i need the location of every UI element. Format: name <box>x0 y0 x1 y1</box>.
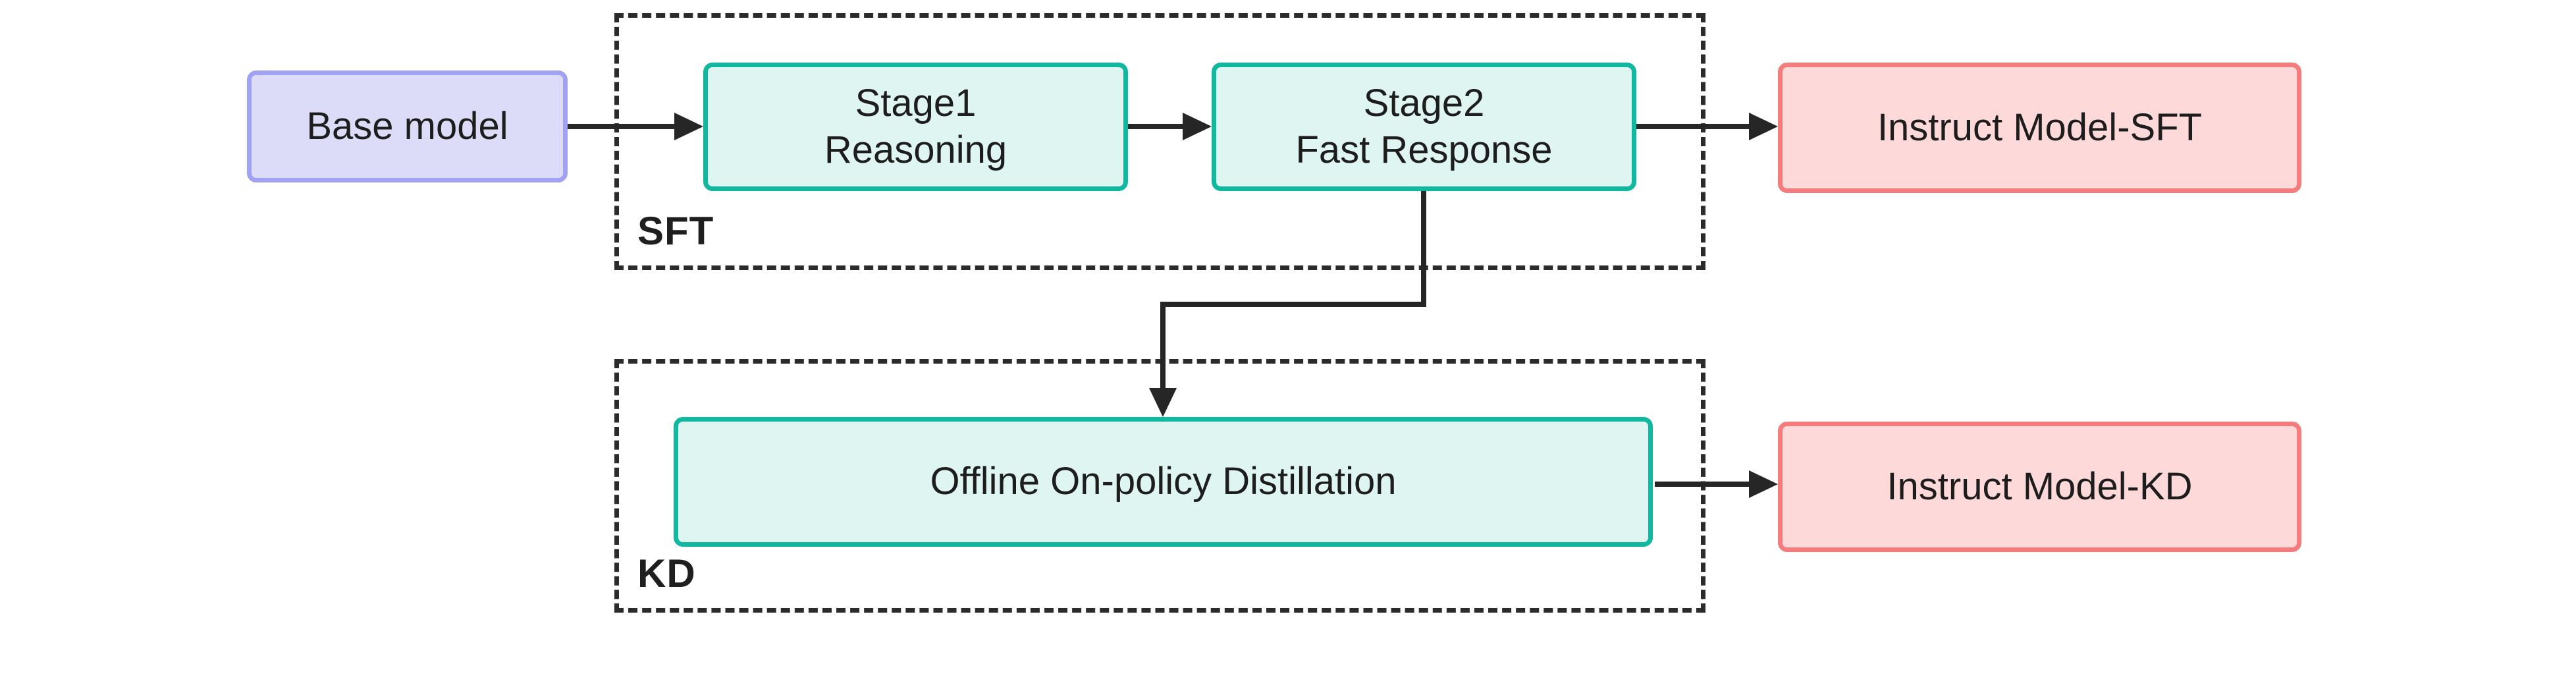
node-offline-on-policy-distillation: Offline On-policy Distillation <box>674 417 1653 547</box>
group-sft-label: SFT <box>637 209 714 253</box>
node-offline-on-policy-distillation-label: Offline On-policy Distillation <box>930 460 1397 503</box>
edge-stage1-to-stage2 <box>1128 124 1187 129</box>
node-instruct-model-kd-label: Instruct Model-KD <box>1887 464 2193 508</box>
edge-stage2-to-offline-segment-down2 <box>1160 302 1166 389</box>
node-stage1-reasoning: Stage1 Reasoning <box>703 63 1128 191</box>
edge-offline-to-instruct-kd <box>1655 482 1750 487</box>
group-sft: SFT <box>614 13 1705 270</box>
node-instruct-model-sft: Instruct Model-SFT <box>1778 63 2301 193</box>
node-stage2-label-line2: Fast Response <box>1295 128 1553 171</box>
node-stage1-label-line1: Stage1 <box>855 81 977 125</box>
node-stage1-label-line2: Reasoning <box>824 128 1007 171</box>
arrowhead-right-icon <box>1749 113 1778 140</box>
edge-base-to-stage1 <box>568 124 677 129</box>
edge-stage2-to-offline-segment-left <box>1160 302 1426 307</box>
node-base-model: Base model <box>247 70 568 182</box>
node-instruct-model-sft-label: Instruct Model-SFT <box>1877 105 2203 149</box>
arrowhead-right-icon <box>1749 470 1778 498</box>
group-kd-label: KD <box>637 551 696 596</box>
node-stage2-fast-response: Stage2 Fast Response <box>1212 63 1636 191</box>
arrowhead-down-icon <box>1149 388 1177 417</box>
node-base-model-label: Base model <box>306 104 508 148</box>
arrowhead-right-icon <box>674 113 703 140</box>
edge-stage2-to-offline-segment-down <box>1421 191 1426 307</box>
node-stage2-label-line1: Stage2 <box>1363 81 1485 125</box>
arrowhead-right-icon <box>1183 113 1212 140</box>
edge-stage2-to-instruct-sft <box>1636 124 1753 129</box>
node-instruct-model-kd: Instruct Model-KD <box>1778 422 2301 552</box>
